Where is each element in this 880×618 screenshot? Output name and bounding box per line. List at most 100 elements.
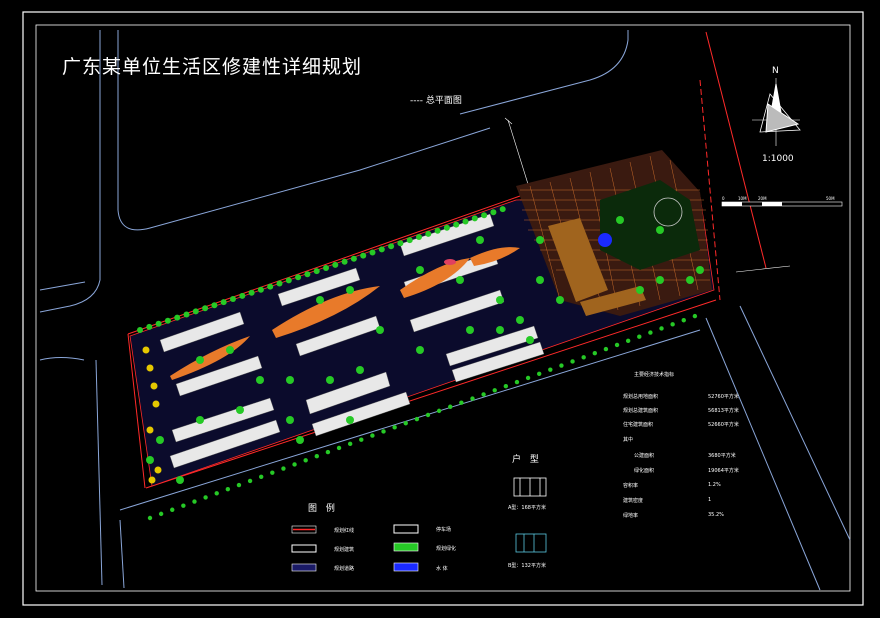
tree — [292, 462, 297, 467]
tree — [416, 234, 422, 240]
legend-label: 规划建筑 — [334, 547, 355, 553]
tree — [211, 302, 218, 309]
tech-table-key: 其中 — [623, 437, 634, 443]
tree — [425, 230, 432, 237]
tree — [286, 416, 294, 424]
tree — [369, 249, 376, 256]
tree — [156, 436, 164, 444]
tree — [176, 476, 184, 484]
legend-label: 规划红线 — [334, 528, 355, 534]
tree — [346, 416, 354, 424]
tree — [416, 346, 424, 354]
tree — [155, 320, 162, 327]
tree — [481, 212, 488, 219]
tech-table-value: 3680平方米 — [708, 453, 736, 459]
tree — [370, 433, 375, 438]
drawing-title: 广东某单位生活区修建性详细规划 — [62, 56, 363, 78]
tree — [225, 486, 231, 492]
tree — [459, 400, 464, 405]
tree — [681, 318, 686, 323]
tree — [614, 342, 620, 348]
tree — [196, 416, 204, 424]
tree — [150, 382, 158, 390]
tree — [526, 336, 534, 344]
tree — [346, 286, 354, 294]
tree — [316, 296, 324, 304]
tree — [281, 466, 286, 471]
surrounding-roads — [39, 30, 851, 591]
tech-table-title: 主要经济技术指标 — [634, 372, 675, 378]
tech-table-value: 56813平方米 — [708, 408, 739, 414]
tree — [637, 334, 642, 339]
scale-bar — [721, 201, 843, 207]
unit-type-plans — [513, 477, 547, 553]
tree — [154, 466, 162, 474]
tree — [152, 400, 160, 408]
tree — [239, 292, 246, 299]
tree — [181, 503, 186, 508]
tree — [142, 346, 150, 354]
tree — [248, 289, 255, 296]
tree — [259, 474, 264, 479]
tree — [270, 470, 275, 475]
tree — [648, 330, 653, 335]
scalebar-tick-1: 10M — [738, 196, 747, 201]
tree — [247, 478, 253, 484]
unit-type-a-label: A型：168平方米 — [508, 505, 546, 511]
tree — [376, 326, 384, 334]
tree — [336, 445, 342, 451]
tech-table-key: 建筑密度 — [623, 498, 644, 504]
legend-label: 规划道路 — [334, 566, 355, 572]
legend-label: 水 体 — [436, 566, 448, 572]
tree — [416, 266, 424, 274]
tree — [226, 346, 234, 354]
tree — [406, 237, 413, 244]
tree — [397, 240, 404, 247]
tree — [137, 327, 143, 333]
tree — [537, 371, 542, 376]
tree — [192, 308, 199, 315]
tree — [443, 224, 450, 231]
tech-table-key: 容积率 — [623, 483, 639, 489]
tree — [183, 311, 190, 318]
tree — [146, 426, 154, 434]
tree — [496, 296, 504, 304]
tree — [202, 305, 209, 312]
tree — [448, 404, 453, 409]
tech-table-value: 35.2% — [708, 512, 724, 518]
tree — [456, 276, 464, 284]
tree — [360, 252, 367, 259]
tree — [536, 276, 544, 284]
tree — [323, 265, 329, 271]
tree — [347, 441, 353, 447]
tree — [470, 396, 475, 401]
tree — [592, 351, 597, 356]
tree — [285, 277, 292, 284]
tree — [548, 367, 553, 372]
tree — [525, 375, 531, 381]
tree — [174, 314, 181, 321]
unit-types-title: 户 型 — [512, 455, 542, 465]
scalebar-tick-2: 20M — [758, 196, 767, 201]
tree — [356, 366, 364, 374]
tech-table-value: 52660平方米 — [708, 422, 739, 428]
tree — [425, 412, 431, 418]
tree — [148, 476, 156, 484]
tree — [295, 274, 302, 281]
tree — [388, 243, 395, 250]
tech-table-value: 52760平方米 — [708, 394, 739, 400]
park-plaza — [516, 150, 712, 316]
tech-table-value: 1.2% — [708, 482, 721, 488]
tree — [414, 416, 420, 422]
tech-table-key: 规划总用地面积 — [623, 394, 659, 400]
tree — [481, 392, 486, 397]
tree — [453, 221, 460, 228]
tech-table-key: 规划总建筑面积 — [623, 408, 659, 414]
tree — [257, 286, 264, 293]
north-arrow — [752, 78, 801, 146]
tree — [170, 507, 175, 512]
tree — [516, 316, 524, 324]
tree — [196, 356, 204, 364]
tree — [476, 236, 484, 244]
